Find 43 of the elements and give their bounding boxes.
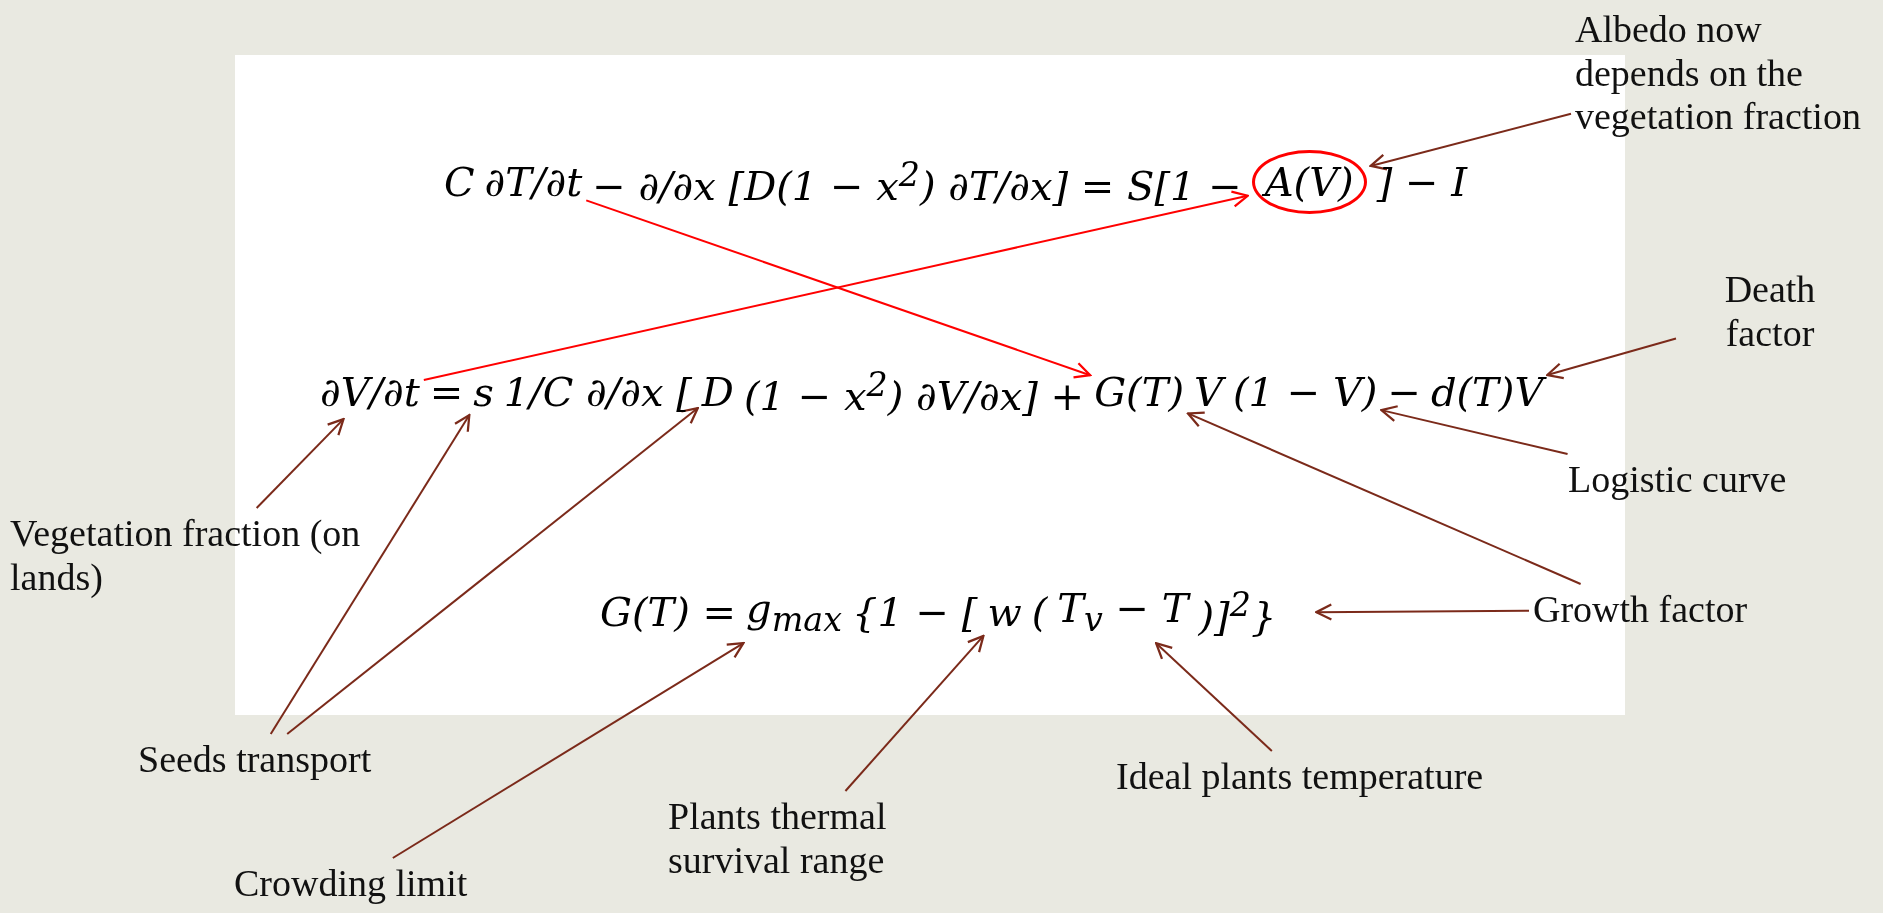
- leader-arrow: [1155, 642, 1273, 752]
- leader-arrow: [1315, 603, 1530, 621]
- annotation-text: Logistic curve: [1568, 458, 1787, 502]
- leader-arrow: [422, 190, 1249, 382]
- annotation-text: Death factor: [1680, 268, 1860, 356]
- leader-arrow: [391, 642, 745, 859]
- leader-arrow: [585, 199, 1092, 379]
- leader-arrow: [286, 406, 699, 735]
- equation-term: G(T): [1094, 369, 1184, 416]
- leader-arrow: [255, 418, 345, 509]
- equation-text: =: [429, 369, 464, 416]
- equation-term: T$_{v}$ − T: [1057, 585, 1189, 640]
- equation-term: s: [473, 369, 494, 416]
- equation-text: − ∂/∂x [D(1 − x$^{2}$) ∂T/∂x] = S[1 −: [592, 154, 1242, 210]
- equation-text: )]$^{2}$}: [1198, 585, 1277, 640]
- leader-arrow: [1186, 411, 1582, 585]
- annotation-text: Crowding limit: [234, 862, 468, 906]
- equation-text: ] − I: [1376, 159, 1467, 205]
- equation-term: (1 − V): [1232, 369, 1378, 416]
- annotation-text: Albedo now depends on the vegetation fraction: [1575, 8, 1875, 140]
- equation-term: w: [987, 589, 1022, 636]
- leader-arrow: [1546, 337, 1677, 380]
- equation-text: (1 − x$^{2}$) ∂V/∂x] +: [743, 365, 1085, 420]
- annotation-text: Plants thermal survival range: [668, 795, 938, 883]
- equation-text: C: [444, 159, 475, 205]
- equation-term: g$_{max}$: [746, 585, 842, 640]
- circled-term: A(V): [1251, 150, 1367, 214]
- equation-term: ∂V/∂t: [320, 369, 420, 416]
- leader-arrow: [1380, 405, 1569, 455]
- equation-text: {1 − [: [851, 589, 978, 636]
- equation-text: G(T) =: [600, 589, 737, 636]
- leader-arrow: [844, 634, 985, 792]
- annotation-text: Seeds transport: [138, 738, 372, 782]
- leader-arrow: [1369, 112, 1572, 171]
- equation-text: (: [1031, 589, 1048, 636]
- equation-text: −: [1387, 369, 1421, 416]
- annotation-text: Vegetation fraction (on lands): [10, 512, 410, 600]
- annotation-text: Growth factor: [1533, 588, 1748, 632]
- equation-term: ∂T/∂t: [484, 159, 583, 205]
- equation-text: 1/C ∂/∂x [: [503, 369, 692, 416]
- annotation-text: Ideal plants temperature: [1116, 755, 1484, 799]
- leader-arrow: [269, 413, 471, 735]
- equation-term: D: [701, 369, 734, 416]
